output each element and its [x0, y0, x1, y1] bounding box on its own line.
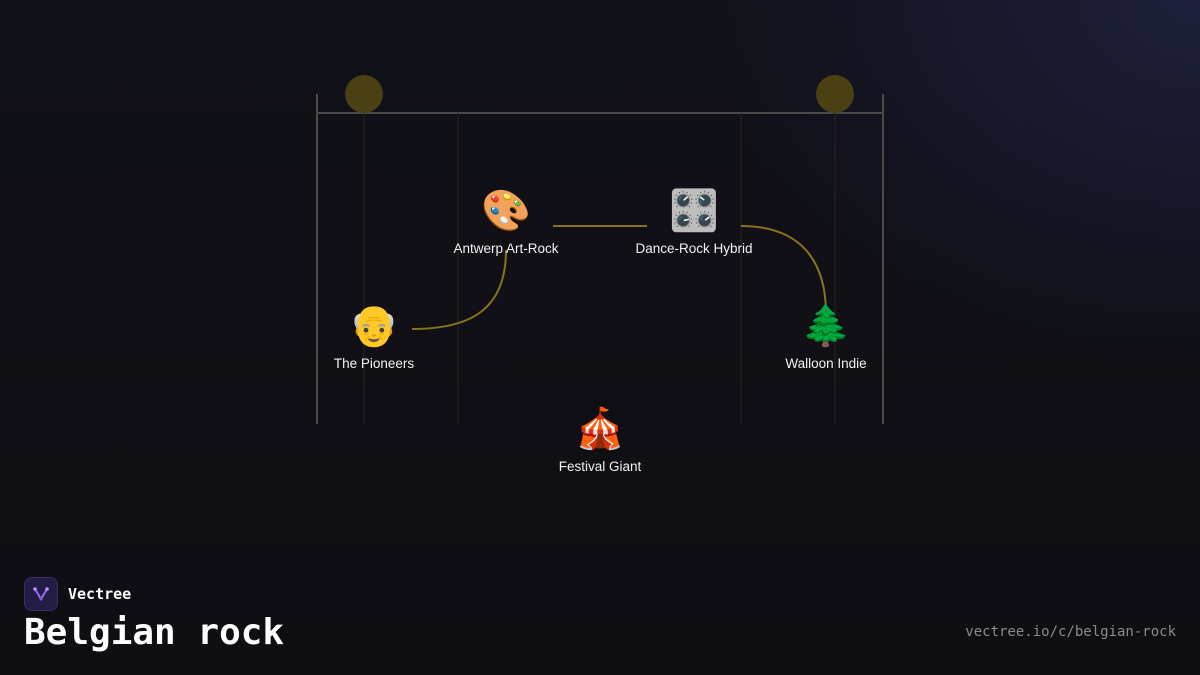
brand[interactable]: Vectree [24, 577, 131, 611]
stage-frame [316, 94, 884, 424]
page-title: Belgian rock [24, 612, 285, 653]
node-label: Walloon Indie [785, 356, 867, 371]
palette-icon: 🎨 [481, 189, 531, 233]
node-festival[interactable]: 🎪 Festival Giant [559, 405, 642, 474]
node-label: Dance-Rock Hybrid [635, 241, 753, 256]
brand-name: Vectree [68, 585, 132, 603]
node-label: Antwerp Art-Rock [453, 241, 559, 256]
connector-dance-walloon [740, 225, 827, 315]
spotlight-right-icon [816, 75, 854, 113]
page-url[interactable]: vectree.io/c/belgian-rock [965, 624, 1176, 640]
evergreen-tree-icon: 🌲 [801, 304, 851, 348]
node-pioneers[interactable]: 👴 The Pioneers [334, 302, 414, 371]
node-dance[interactable]: 🎛️ Dance-Rock Hybrid [635, 187, 752, 256]
node-walloon[interactable]: 🌲 Walloon Indie [785, 302, 866, 371]
light-beams [363, 113, 836, 424]
node-antwerp[interactable]: 🎨 Antwerp Art-Rock [453, 187, 558, 256]
vectree-logo-icon [24, 577, 58, 611]
connectors [411, 225, 827, 330]
circus-tent-icon: 🎪 [575, 407, 625, 451]
node-label: The Pioneers [333, 356, 415, 371]
spotlight-left-icon [345, 75, 383, 113]
control-knobs-icon: 🎛️ [669, 189, 719, 233]
node-label: Festival Giant [558, 459, 642, 474]
connector-pioneers-antwerp [411, 249, 507, 330]
older-man-icon: 👴 [349, 304, 399, 348]
